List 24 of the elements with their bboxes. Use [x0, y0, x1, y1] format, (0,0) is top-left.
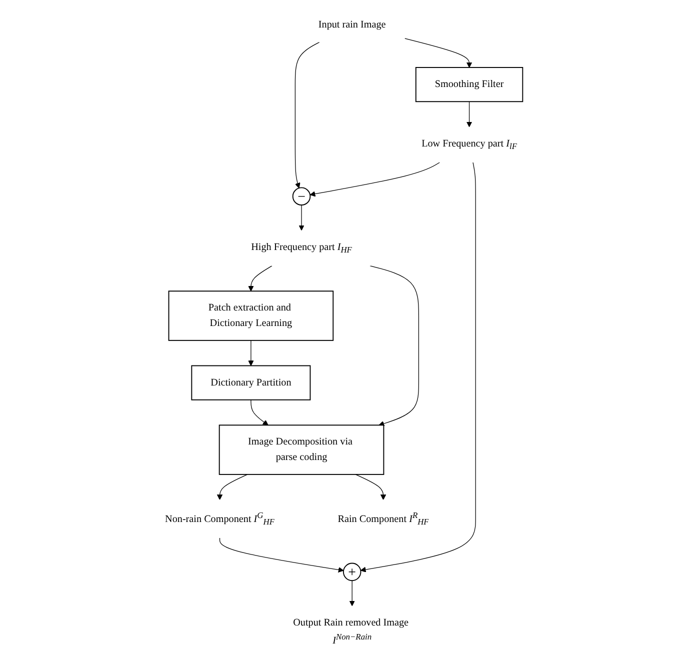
- arrow: [294, 41, 320, 188]
- node-text: Low Frequency part I$_{lF}$: [421, 138, 516, 151]
- node-box: Image Decomposition via parse coding: [218, 424, 384, 474]
- node-circle: −: [292, 186, 310, 205]
- node-box: Dictionary Partition: [190, 364, 310, 400]
- arrow: [360, 162, 476, 572]
- arrow: [298, 204, 304, 230]
- node-box: Patch extraction and Dictionary Learning: [168, 290, 334, 340]
- node-text: Input rain Image: [318, 18, 386, 30]
- node-circle: +: [342, 562, 361, 581]
- node-text: High Frequency part I$_{HF}$: [250, 241, 352, 254]
- node-text: Output Rain removed Image I$^{Non−Rain}$: [292, 616, 408, 646]
- arrow: [250, 399, 268, 425]
- arrow: [404, 38, 472, 68]
- arrow: [354, 474, 386, 500]
- arrow: [309, 162, 440, 196]
- arrow: [348, 580, 354, 606]
- node-box: Smoothing Filter: [414, 66, 523, 102]
- arrow: [369, 265, 419, 426]
- arrow: [218, 537, 344, 572]
- arrow: [216, 474, 248, 500]
- arrow: [248, 265, 272, 291]
- arrow: [248, 340, 254, 366]
- arrow: [466, 100, 472, 127]
